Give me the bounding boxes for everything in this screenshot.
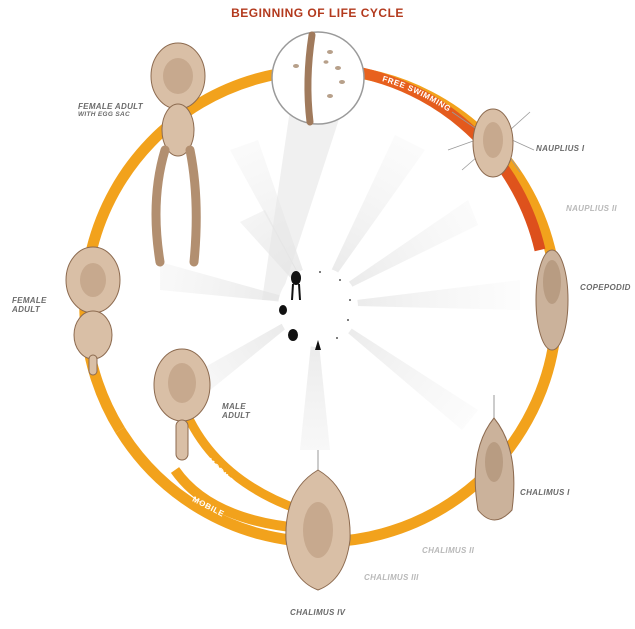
label-male-adult: MALE ADULT bbox=[222, 402, 250, 420]
egg-string bbox=[308, 35, 312, 122]
label-chalimus-1: CHALIMUS I bbox=[520, 488, 570, 497]
label-chalimus-2: CHALIMUS II bbox=[422, 546, 474, 555]
chalimus-1-illustration bbox=[475, 395, 514, 520]
copepodid-illustration bbox=[536, 250, 568, 350]
female-adult-with-egg-sac-illustration bbox=[151, 43, 205, 262]
label-copepodid: COPEPODID bbox=[580, 283, 631, 292]
magnified-egg-string bbox=[262, 32, 364, 300]
magnifier-lens bbox=[272, 32, 364, 124]
label-nauplius-1: NAUPLIUS I bbox=[536, 144, 584, 153]
label-female-adult: FEMALE ADULT bbox=[12, 296, 47, 314]
center-mini-cycle bbox=[278, 267, 358, 350]
diagram-title: BEGINNING OF LIFE CYCLE bbox=[0, 6, 635, 20]
label-female-adult-egg-sac: FEMALE ADULT WITH EGG SAC bbox=[78, 102, 143, 119]
chalimus-4-illustration bbox=[286, 450, 350, 590]
label-nauplius-2: NAUPLIUS II bbox=[566, 204, 617, 213]
label-chalimus-4: CHALIMUS IV bbox=[290, 608, 345, 617]
label-chalimus-3: CHALIMUS III bbox=[364, 573, 419, 582]
band-free-swimming: FREE SWIMMING bbox=[381, 74, 452, 113]
female-adult-illustration bbox=[66, 247, 120, 375]
